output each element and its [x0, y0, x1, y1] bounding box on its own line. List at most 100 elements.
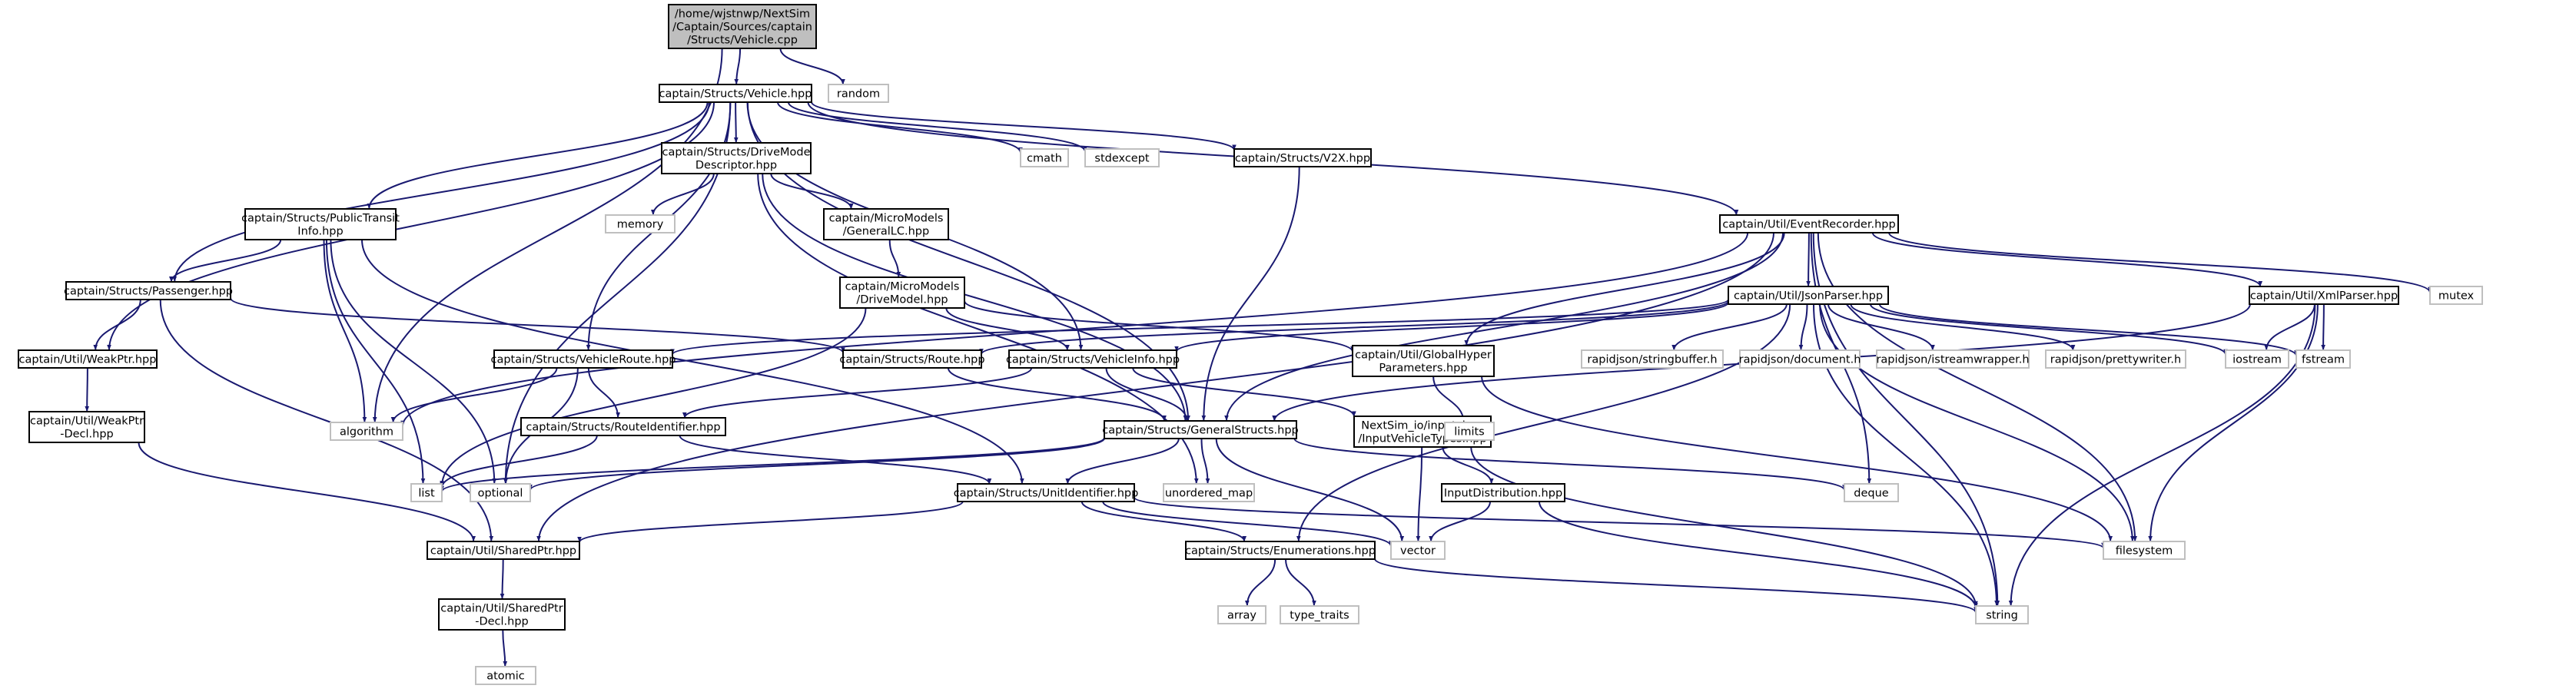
- node-label: string: [1986, 610, 2018, 622]
- edge-eventrecorder-to-jsonparser: [1806, 232, 1811, 287]
- node-enumerations[interactable]: captain/Structs/Enumerations.hpp: [1185, 541, 1376, 560]
- node-cmath: cmath: [1020, 148, 1069, 167]
- node-mutex: mutex: [2429, 286, 2483, 305]
- node-sharedptr[interactable]: captain/Util/SharedPtr.hpp: [427, 541, 580, 560]
- node-passenger[interactable]: captain/Structs/Passenger.hpp: [64, 281, 233, 300]
- edge-unitidentifier-to-filesystem: [1134, 496, 2106, 549]
- edge-vehicleinfo-to-inputvehicletypes: [1132, 367, 1356, 417]
- edge-publictransit-to-list: [325, 239, 426, 485]
- edge-eventrecorder-to-algorithm: [400, 232, 1749, 426]
- node-label: captain/Structs/VehicleRoute.hpp: [490, 354, 676, 366]
- edge-generalstructs-to-unordered-map: [1200, 438, 1210, 485]
- edge-weakptr-to-weakptr-decl: [85, 367, 90, 412]
- node-label: rapidjson/istreamwrapper.h: [1876, 354, 2029, 366]
- edge-enumerations-to-string: [1374, 558, 1978, 614]
- node-root[interactable]: /home/wjstnwp/NextSim/Captain/Sources/ca…: [668, 4, 817, 49]
- node-label: memory: [617, 219, 664, 231]
- node-vehicleroute[interactable]: captain/Structs/VehicleRoute.hpp: [490, 349, 676, 369]
- node-box: [470, 483, 531, 502]
- node-box: [1876, 349, 2030, 369]
- edge-publictransit-to-algorithm: [323, 239, 367, 423]
- node-box: [427, 541, 580, 560]
- node-box: [18, 349, 158, 369]
- edge-jsonparser-to-filesystem: [1819, 303, 2135, 542]
- node-string: string: [1975, 605, 2029, 624]
- node-routeidentifier[interactable]: captain/Structs/RouteIdentifier.hpp: [520, 417, 726, 436]
- node-box: [1739, 349, 1861, 369]
- node-label: Descriptor.hpp: [695, 160, 777, 172]
- node-vehicle-hpp[interactable]: captain/Structs/Vehicle.hpp: [659, 84, 812, 103]
- edge-vehicleroute-to-algorithm: [390, 367, 558, 423]
- node-xmlparser[interactable]: captain/Util/XmlParser.hpp: [2249, 286, 2399, 305]
- edge-jsonparser-to-vehicleroute: [670, 299, 1729, 356]
- node-label: mutex: [2438, 290, 2475, 303]
- node-label: captain/MicroModels: [829, 213, 944, 225]
- node-box: [1008, 349, 1177, 369]
- node-weakptr[interactable]: captain/Util/WeakPtr.hpp: [18, 349, 158, 369]
- node-box: [1390, 541, 1446, 560]
- node-inputdistribution[interactable]: InputDistribution.hpp: [1441, 483, 1565, 502]
- node-box: [2295, 349, 2351, 369]
- node-box: [842, 349, 982, 369]
- edge-generallc-to-drivemodel: [888, 239, 901, 278]
- edge-generalstructs-to-unitidentifier: [1065, 438, 1180, 485]
- node-label: InputDistribution.hpp: [1444, 488, 1562, 500]
- node-box: [1163, 483, 1255, 502]
- node-label: type_traits: [1290, 610, 1349, 622]
- node-label: captain/Structs/Vehicle.hpp: [659, 88, 812, 101]
- edge-weakptr-decl-to-sharedptr: [138, 442, 476, 542]
- node-generallc[interactable]: captain/MicroModels/GeneralLC.hpp: [823, 208, 949, 240]
- node-box: [661, 142, 812, 174]
- node-box: [1441, 483, 1565, 502]
- node-box: [2225, 349, 2289, 369]
- node-label: random: [837, 88, 880, 101]
- node-rj-pretty: rapidjson/prettywriter.h: [2045, 349, 2186, 369]
- edge-jsonparser-to-iostream: [1869, 303, 2228, 356]
- node-label: atomic: [486, 670, 525, 683]
- edge-generalstructs-to-optional: [528, 437, 1105, 491]
- node-unitidentifier[interactable]: captain/Structs/UnitIdentifier.hpp: [954, 483, 1139, 502]
- node-label: -Decl.hpp: [60, 429, 114, 441]
- node-box: [1352, 345, 1495, 377]
- node-drivemodel[interactable]: captain/MicroModels/DriveModel.hpp: [839, 276, 965, 309]
- edge-publictransit-to-optional: [330, 239, 497, 485]
- node-array: array: [1217, 605, 1266, 624]
- node-label: fstream: [2302, 354, 2345, 366]
- node-v2x[interactable]: captain/Structs/V2X.hpp: [1233, 148, 1372, 167]
- node-box: [828, 84, 889, 103]
- node-vehicleinfo[interactable]: captain/Structs/VehicleInfo.hpp: [1006, 349, 1180, 369]
- edge-drivemode-to-generallc: [770, 173, 854, 210]
- node-box: [438, 598, 566, 631]
- node-label: captain/Structs/PublicTransit: [241, 213, 400, 225]
- edge-jsonparser-to-vehicleinfo: [1174, 301, 1729, 353]
- edge-inputdistribution-to-string: [1538, 501, 1978, 609]
- node-generalstructs[interactable]: captain/Structs/GeneralStructs.hpp: [1102, 420, 1299, 439]
- node-route[interactable]: captain/Structs/Route.hpp: [839, 349, 985, 369]
- node-label: captain/Structs/UnitIdentifier.hpp: [954, 488, 1139, 500]
- edge-route-to-generalstructs: [947, 367, 1167, 422]
- node-jsonparser[interactable]: captain/Util/JsonParser.hpp: [1728, 286, 1889, 305]
- node-limits: limits: [1444, 422, 1495, 441]
- node-sharedptr-decl[interactable]: captain/Util/SharedPtr-Decl.hpp: [438, 598, 566, 631]
- node-weakptr-decl[interactable]: captain/Util/WeakPtr-Decl.hpp: [28, 411, 145, 443]
- node-rj-document: rapidjson/document.h: [1739, 349, 1861, 369]
- node-eventrecorder[interactable]: captain/Util/EventRecorder.hpp: [1719, 214, 1899, 233]
- edge-publictransit-to-passenger: [169, 239, 282, 283]
- node-box: [520, 417, 726, 436]
- node-label: cmath: [1027, 153, 1062, 165]
- node-label: /home/wjstnwp/NextSim: [675, 8, 810, 21]
- node-box: [65, 281, 231, 300]
- edge-vehicle-hpp-to-stdexcept: [787, 101, 1087, 152]
- edge-jsonparser-to-rj-istream: [1827, 303, 1935, 351]
- node-label: /GeneralLC.hpp: [843, 226, 929, 238]
- edge-enumerations-to-array: [1245, 558, 1276, 607]
- edge-jsonparser-to-rj-stringbuffer: [1671, 303, 1788, 351]
- edge-jsonparser-to-rj-document: [1798, 303, 1808, 351]
- node-box: [1280, 605, 1359, 624]
- edge-xmlparser-to-string: [2008, 303, 2316, 607]
- node-label: captain/Structs/Passenger.hpp: [64, 286, 233, 298]
